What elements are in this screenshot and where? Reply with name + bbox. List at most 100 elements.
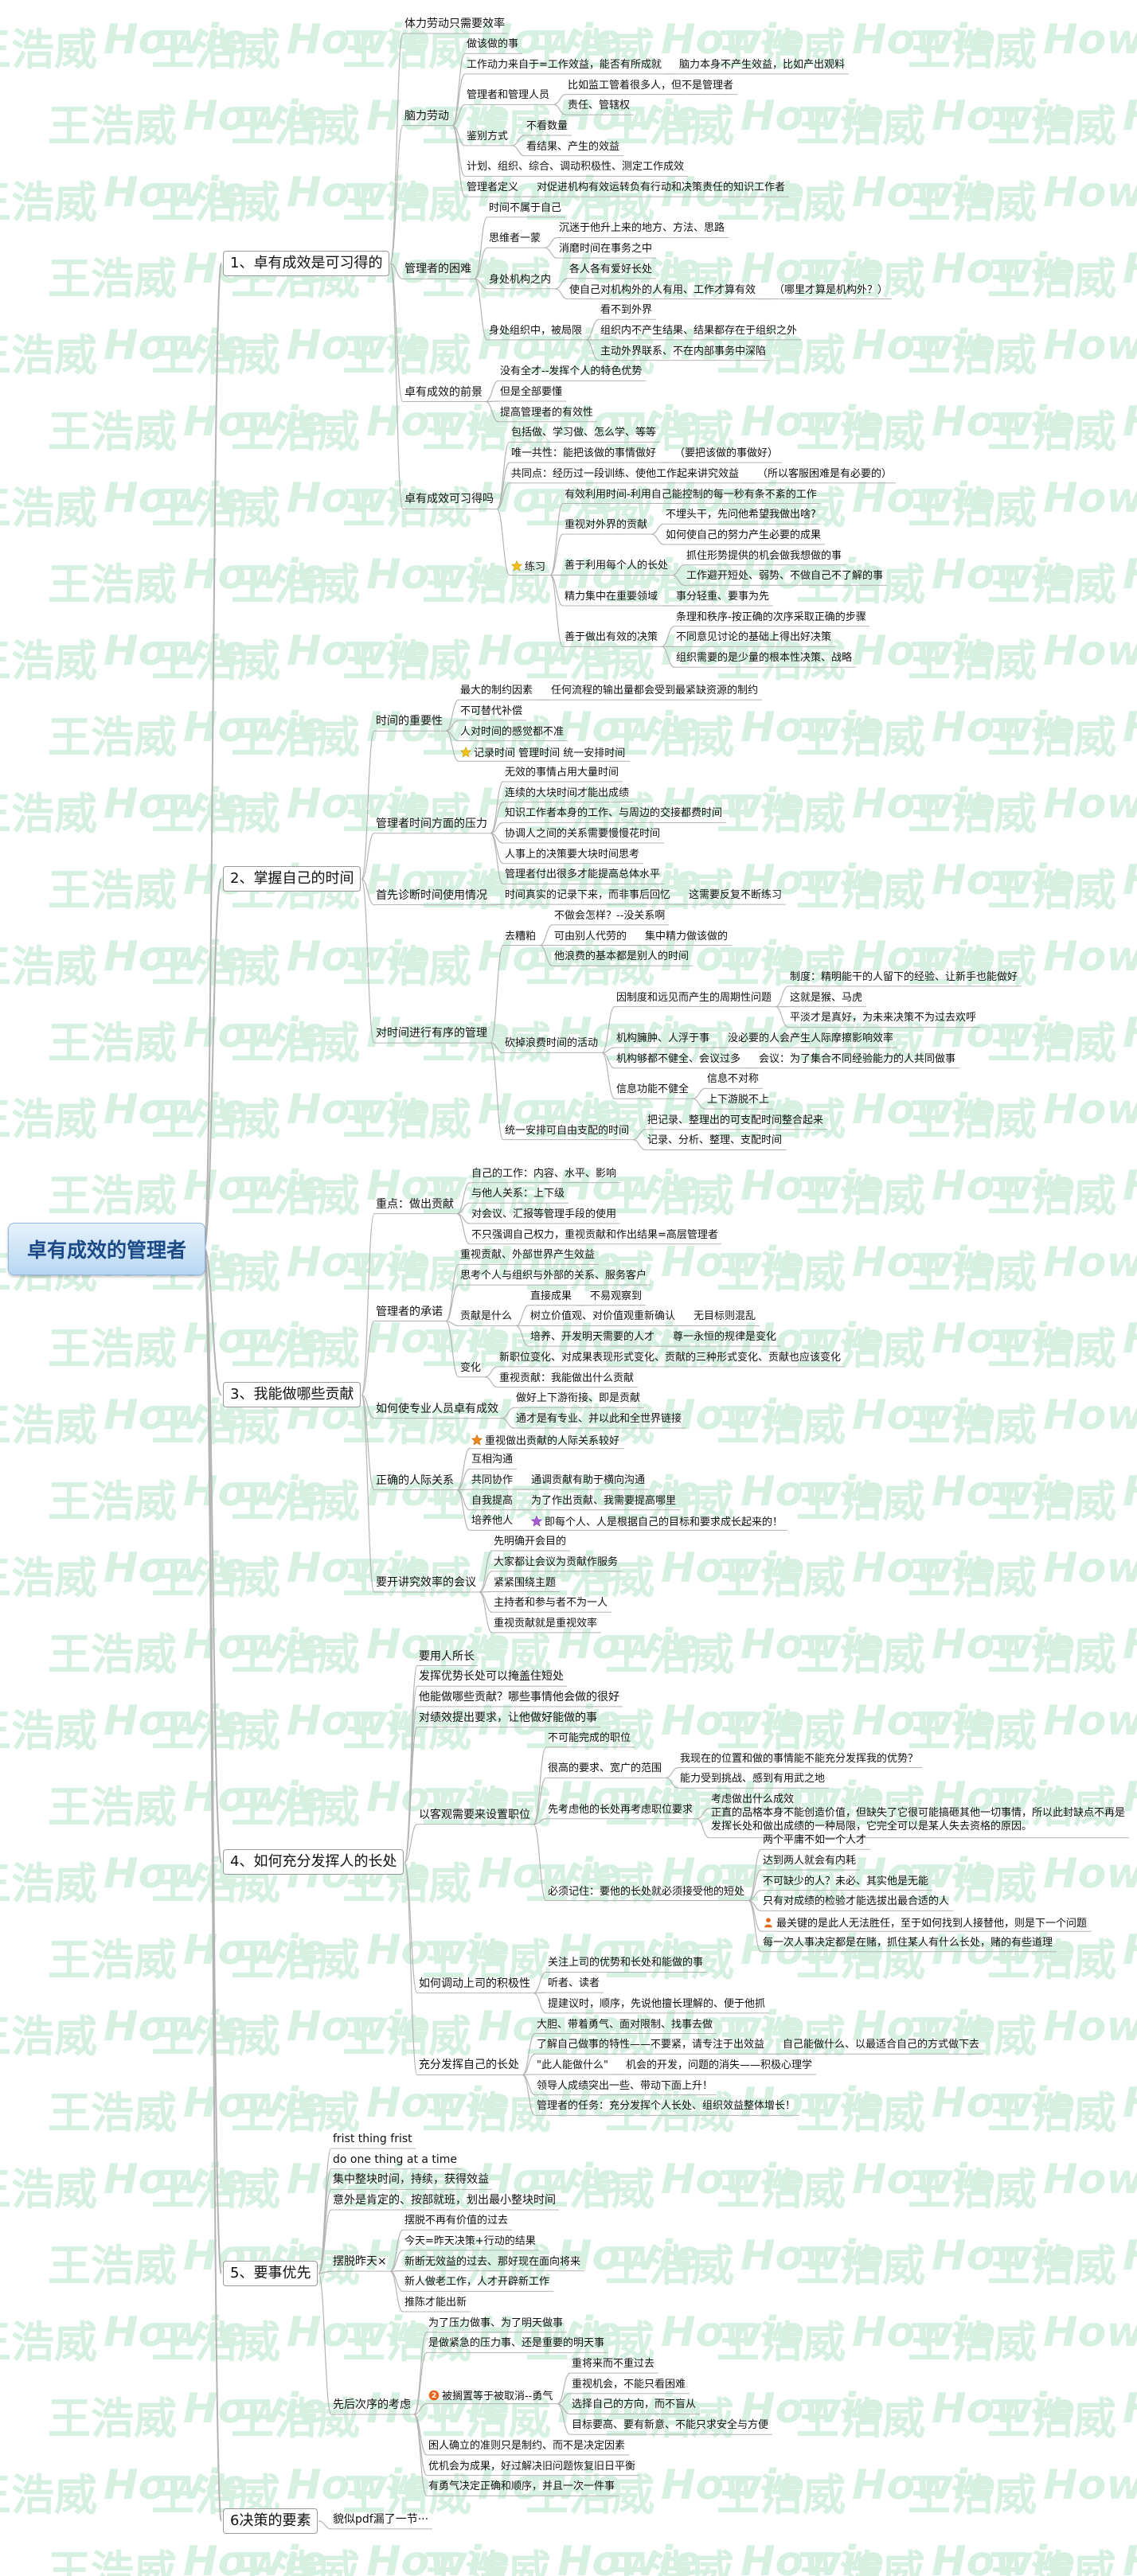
topic-node[interactable]: 通才是有专业、并以此和全世界链接 bbox=[516, 1414, 682, 1424]
topic-node[interactable]: 考虑做出什么成效 bbox=[711, 1794, 794, 1805]
topic-node[interactable]: 管理者的承诺 bbox=[376, 1306, 443, 1317]
topic-node[interactable]: 机构臃肿、人浮于事 bbox=[616, 1033, 709, 1044]
topic-node[interactable]: 培养、开发明天需要的人才 bbox=[530, 1332, 654, 1342]
topic-node[interactable]: 统一安排可自由支配的时间 bbox=[505, 1126, 629, 1136]
topic-node[interactable]: 因制度和远见而产生的周期性问题 bbox=[616, 993, 772, 1003]
topic-node[interactable]: 抓住形势提供的机会做我想做的事 bbox=[686, 551, 842, 561]
topic-node[interactable]: 如何调动上司的积极性 bbox=[419, 1978, 530, 1989]
topic-node[interactable]: 管理者的任务：充分发挥个人长处、组织效益整体增长！ bbox=[537, 2101, 795, 2111]
topic-node[interactable]: 新职位变化、对成果表现形式变化、贡献的三种形式变化、贡献也应该变化 bbox=[499, 1352, 841, 1363]
topic-node[interactable]: 共同点：经历过一段训练、使他工作起来讲究效益 bbox=[511, 469, 739, 479]
topic-node[interactable]: 管理者付出很多才能提高总体水平 bbox=[505, 869, 660, 880]
topic-node[interactable]: 看结果、产生的效益 bbox=[526, 142, 619, 152]
topic-node[interactable]: 组织内不产生结果、结果都存在于组织之外 bbox=[600, 326, 797, 336]
topic-node[interactable]: 了解自己做事的特性——不要紧，请专注于出效益 bbox=[537, 2039, 764, 2050]
topic-node[interactable]: 善于利用每个人的长处 bbox=[565, 560, 668, 571]
branch-node[interactable]: 1、卓有成效是可习得的 bbox=[223, 250, 390, 276]
topic-node[interactable]: 管理者时间方面的压力 bbox=[376, 818, 487, 829]
topic-node[interactable]: 我现在的位置和做的事情能不能充分发挥我的优势？ bbox=[680, 1754, 918, 1764]
topic-node[interactable]: do one thing at a time bbox=[333, 2154, 457, 2165]
topic-node[interactable]: 困人确立的准则只是制约、而不是决定因素 bbox=[428, 2441, 625, 2451]
topic-node[interactable]: 但是全部要懂 bbox=[500, 387, 562, 397]
topic-node[interactable]: 主动外界联系、不在内部事务中深陷 bbox=[600, 346, 766, 357]
topic-node[interactable]: 责任、管辖权 bbox=[568, 100, 630, 111]
topic-node[interactable]: 鉴别方式 bbox=[467, 131, 508, 142]
topic-node[interactable]: 每一次人事决定都是在赌，抓住某人有什么长处，赌的有些道理 bbox=[763, 1938, 1053, 1948]
topic-node[interactable]: 必须记住：要他的长处就必须接受他的短处 bbox=[548, 1887, 744, 1897]
topic-node[interactable]: 与他人关系：上下级 bbox=[471, 1188, 565, 1199]
topic-node[interactable]: 很高的要求、宽广的范围 bbox=[548, 1763, 662, 1774]
topic-node[interactable]: 变化 bbox=[460, 1363, 481, 1373]
topic-node[interactable]: （要把该做的事做好） bbox=[674, 448, 778, 459]
branch-node[interactable]: 4、如何充分发挥人的长处 bbox=[223, 1849, 404, 1875]
topic-node[interactable]: 制度：精明能干的人留下的经验、让新手也能做好 bbox=[790, 972, 1018, 982]
topic-node[interactable]: 人对时间的感觉都不准 bbox=[460, 727, 564, 737]
topic-node[interactable]: 把记录、整理出的可支配时间整合起来 bbox=[647, 1115, 823, 1126]
topic-node[interactable]: 无效的事情占用大量时间 bbox=[505, 767, 619, 778]
topic-node[interactable]: 时间真实的记录下来，而非事后回忆 bbox=[505, 890, 670, 900]
topic-node[interactable]: 信息不对称 bbox=[707, 1074, 759, 1084]
topic-node[interactable]: 自己的工作：内容、水平、影响 bbox=[471, 1169, 616, 1179]
branch-node[interactable]: 5、要事优先 bbox=[223, 2260, 318, 2286]
topic-node[interactable]: 协调人之间的关系需要慢慢花时间 bbox=[505, 829, 660, 839]
topic-node[interactable]: 对时间进行有序的管理 bbox=[376, 1028, 487, 1039]
topic-node[interactable]: 不易观察到 bbox=[590, 1291, 642, 1302]
topic-node[interactable]: 如何使自己的努力产生必要的成果 bbox=[666, 530, 821, 541]
topic-node[interactable]: 先明确开会目的 bbox=[494, 1536, 566, 1547]
topic-node[interactable]: 信息功能不健全 bbox=[616, 1084, 689, 1095]
topic-node[interactable]: 砍掉浪费时间的活动 bbox=[505, 1038, 598, 1048]
topic-node[interactable]: （哪里才算是机构外？） bbox=[774, 285, 888, 295]
topic-node[interactable]: 重视机会，不能只看困难 bbox=[572, 2379, 686, 2390]
topic-node[interactable]: 去糟粕 bbox=[505, 931, 536, 942]
topic-node[interactable]: 如何使专业人员卓有成效 bbox=[376, 1403, 498, 1415]
topic-node[interactable]: 树立价值观、对价值观重新确认 bbox=[530, 1311, 675, 1321]
topic-node[interactable]: 不可替代补偿 bbox=[460, 706, 522, 716]
topic-node[interactable]: 不可缺少的人？未必、其实他是无能 bbox=[763, 1876, 928, 1887]
topic-node[interactable]: 摆脱昨天× bbox=[333, 2256, 387, 2267]
topic-node[interactable]: 正直的品格本身不能创造价值，但缺失了它很可能搞砸其他一切事情，所以此封缺点不再是… bbox=[711, 1806, 1126, 1834]
topic-node[interactable]: 不做会怎样？--没关系啊 bbox=[554, 911, 665, 921]
topic-node[interactable]: 直接成果 bbox=[530, 1291, 572, 1302]
topic-node[interactable]: 使自己对机构外的人有用、工作才算有效 bbox=[569, 285, 756, 295]
branch-node[interactable]: 3、我能做哪些贡献 bbox=[223, 1382, 361, 1408]
topic-node[interactable]: 无目标则混乱 bbox=[694, 1311, 756, 1321]
topic-node[interactable]: 摆脱不再有价值的过去 bbox=[404, 2215, 508, 2226]
topic-node[interactable]: 没必要的人会产生人际摩擦影响效率 bbox=[728, 1033, 893, 1044]
topic-node[interactable]: 任何流程的输出量都会受到最紧缺资源的制约 bbox=[551, 685, 758, 696]
topic-node[interactable]: 集中精力做该做的 bbox=[645, 931, 728, 942]
topic-node[interactable]: 机会的开发，问题的消失——积极心理学 bbox=[626, 2060, 812, 2071]
topic-node[interactable]: 组织需要的是少量的根本性决策、战略 bbox=[676, 653, 852, 663]
topic-node[interactable]: 大家都让会议为贡献作服务 bbox=[494, 1557, 618, 1567]
topic-node[interactable]: 培养他人 bbox=[471, 1516, 513, 1526]
topic-node[interactable]: 今天=昨天决策+行动的结果 bbox=[404, 2236, 536, 2246]
topic-node[interactable]: 有效利用时间-利用自己能控制的每一秒有条不紊的工作 bbox=[565, 490, 817, 500]
topic-node[interactable]: 推陈才能出新 bbox=[404, 2297, 467, 2308]
topic-node[interactable]: 优机会为成果，好过解决旧问题恢复旧日平衡 bbox=[428, 2461, 635, 2472]
topic-node[interactable]: 工作动力来自于=工作效益，能否有所成就 bbox=[467, 60, 662, 70]
topic-node[interactable]: 通调贡献有助于横向沟通 bbox=[531, 1475, 645, 1485]
topic-node[interactable]: 重视做出贡献的人际关系较好 bbox=[471, 1434, 619, 1448]
topic-node[interactable]: 身处机构之内 bbox=[489, 275, 551, 285]
topic-node[interactable]: 机构够都不健全、会议过多 bbox=[616, 1054, 740, 1064]
topic-node[interactable]: 最关键的是此人无法胜任，至于如何找到人接替他，则是下一个问题 bbox=[763, 1917, 1087, 1930]
topic-node[interactable]: 练习 bbox=[510, 560, 545, 574]
topic-node[interactable]: 各人各有爱好长处 bbox=[569, 264, 652, 275]
branch-node[interactable]: 2、掌握自己的时间 bbox=[223, 866, 361, 892]
branch-node[interactable]: 6决策的要素 bbox=[223, 2508, 318, 2534]
topic-node[interactable]: 新断无效益的过去、那好现在面向将来 bbox=[404, 2257, 580, 2267]
topic-node[interactable]: 精力集中在重要领域 bbox=[565, 591, 658, 602]
topic-node[interactable]: 不看数量 bbox=[526, 121, 568, 131]
topic-node[interactable]: 时间不属于自己 bbox=[489, 203, 561, 213]
topic-node[interactable]: 管理者的困难 bbox=[404, 263, 471, 275]
topic-node[interactable]: 两个平庸不如一个人才 bbox=[763, 1835, 866, 1845]
topic-node[interactable]: 卓有成效的前景 bbox=[404, 387, 483, 398]
topic-node[interactable]: 连续的大块时间才能出成绩 bbox=[505, 788, 629, 798]
topic-node[interactable]: 不同意见讨论的基础上得出好决策 bbox=[676, 632, 831, 642]
topic-node[interactable]: 重将来而不重过去 bbox=[572, 2359, 654, 2369]
topic-node[interactable]: 知识工作者本身的工作、与周边的交接都费时间 bbox=[505, 808, 722, 818]
topic-node[interactable]: 紧紧围绕主题 bbox=[494, 1578, 556, 1588]
topic-node[interactable]: 工作避开短处、弱势、不做自己不了解的事 bbox=[686, 571, 883, 581]
topic-node[interactable]: 首先诊断时间使用情况 bbox=[376, 890, 487, 901]
topic-node[interactable]: 思考个人与组织与外部的关系、服务客户 bbox=[460, 1270, 647, 1281]
